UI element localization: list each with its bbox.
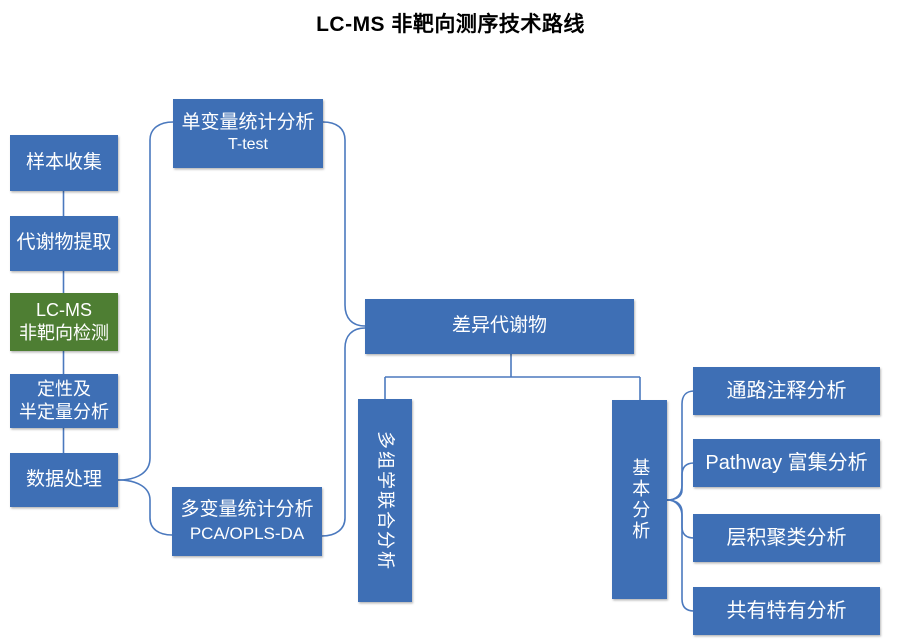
node-sample-collection-label: 样本收集 — [25, 151, 102, 173]
node-multivariate-line1: 多变量统计分析 — [180, 499, 314, 521]
brace-basic-to-enrichment — [666, 462, 695, 501]
node-sample-collection: 样本收集 — [10, 135, 118, 191]
node-metabolite-extraction-label: 代谢物提取 — [16, 232, 112, 254]
node-basic-analysis: 基本分析 — [612, 400, 667, 599]
node-common-unique: 共有特有分析 — [693, 587, 880, 635]
node-pathway-annotation-label: 通路注释分析 — [726, 380, 847, 402]
node-basic-analysis-label: 基本分析 — [630, 457, 651, 542]
brace-basic-to-clustering — [666, 499, 695, 539]
node-qualitative-analysis-line1: 定性及 — [37, 378, 91, 399]
node-differential-metabolites-label: 差异代谢物 — [451, 315, 547, 337]
brace-basic-to-annotation — [666, 390, 695, 501]
node-qualitative-analysis: 定性及 半定量分析 — [10, 374, 118, 428]
brace-processing-to-multivariate — [117, 479, 173, 536]
node-multivariate-statistics: 多变量统计分析 PCA/OPLS-DA — [172, 487, 322, 556]
node-differential-metabolites: 差异代谢物 — [365, 299, 634, 354]
node-multi-omics-analysis-label: 多组学联合分析 — [375, 430, 396, 571]
node-multi-omics-analysis: 多组学联合分析 — [358, 399, 412, 602]
node-metabolite-extraction: 代谢物提取 — [10, 216, 118, 271]
node-multivariate-line2: PCA/OPLS-DA — [189, 523, 305, 543]
node-lcms-detection-line1: LC-MS — [35, 299, 92, 320]
brace-processing-to-univariate — [117, 121, 174, 481]
node-data-processing-label: 数据处理 — [25, 468, 102, 490]
node-hierarchical-clustering-label: 层积聚类分析 — [726, 527, 847, 549]
brace-basic-to-common — [666, 499, 695, 612]
node-lcms-detection: LC-MS 非靶向检测 — [10, 293, 118, 351]
node-pathway-annotation: 通路注释分析 — [693, 367, 880, 415]
page-title: LC-MS 非靶向测序技术路线 — [316, 13, 585, 36]
node-pathway-enrichment-label: Pathway 富集分析 — [705, 452, 868, 474]
node-univariate-statistics: 单变量统计分析 T-test — [173, 99, 323, 168]
node-univariate-line2: T-test — [227, 136, 268, 154]
node-data-processing: 数据处理 — [10, 453, 118, 507]
node-univariate-line1: 单变量统计分析 — [181, 111, 315, 133]
node-hierarchical-clustering: 层积聚类分析 — [693, 514, 880, 562]
node-pathway-enrichment: Pathway 富集分析 — [693, 439, 880, 487]
node-qualitative-analysis-line2: 半定量分析 — [19, 402, 109, 422]
node-common-unique-label: 共有特有分析 — [726, 600, 847, 622]
node-lcms-detection-line2: 非靶向检测 — [19, 323, 109, 343]
brace-univariate-to-differential — [322, 121, 366, 327]
